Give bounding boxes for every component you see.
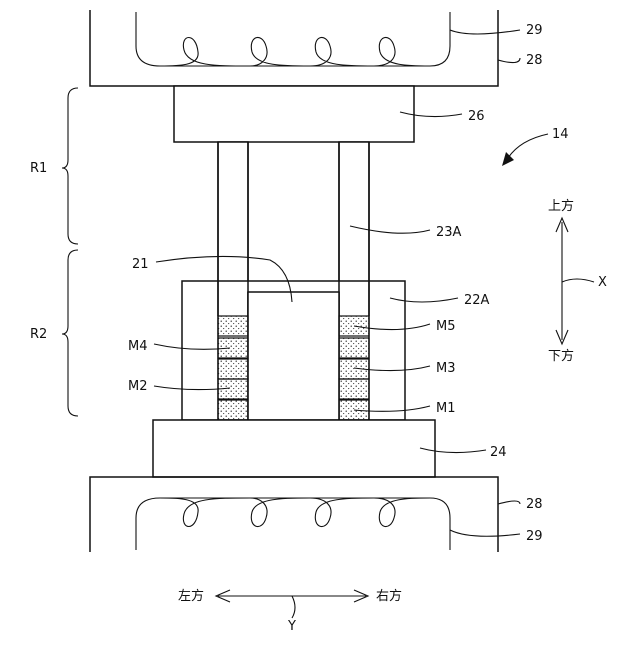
label-26: 26	[468, 109, 485, 124]
upper-heater-coil-housing	[136, 12, 450, 66]
label-23a: 23A	[436, 225, 462, 240]
arrow-14-head	[502, 152, 514, 166]
powder-layer-right-4	[339, 379, 369, 399]
label-21: 21	[132, 257, 149, 272]
core	[248, 292, 339, 420]
lower-heating-coil	[160, 498, 430, 527]
label-14: 14	[552, 127, 569, 142]
label-22a: 22A	[464, 293, 490, 308]
label-m1: M1	[436, 401, 456, 416]
leader-28-bottom	[498, 501, 520, 504]
lower-heater-coil-housing	[136, 498, 450, 550]
region-r1-bracket	[62, 88, 78, 244]
upper-heating-coil	[160, 37, 430, 66]
powder-layer-left-3	[218, 359, 248, 379]
leader-29-top	[450, 30, 520, 34]
powder-layer-left-1	[218, 316, 248, 336]
leader-29-bottom	[450, 530, 520, 536]
lower-plate	[153, 420, 435, 477]
label-m5: M5	[436, 319, 456, 334]
label-24: 24	[490, 445, 507, 460]
label-29-top: 29	[526, 23, 543, 38]
powder-layer-right-2	[339, 338, 369, 358]
lower-heater-block	[90, 477, 498, 552]
leader-28-top	[498, 58, 520, 63]
powder-layer-left-5	[218, 400, 248, 420]
label-right: 右方	[376, 588, 402, 604]
label-m3: M3	[436, 361, 456, 376]
label-down: 下方	[548, 348, 574, 364]
label-28-bottom: 28	[526, 497, 543, 512]
leader-14	[508, 134, 548, 158]
label-left: 左方	[178, 588, 204, 604]
region-r2-label: R2	[30, 327, 47, 342]
upper-heater-block	[90, 10, 498, 86]
leader-y	[292, 596, 295, 618]
label-29-bottom: 29	[526, 529, 543, 544]
powder-layer-left-2	[218, 338, 248, 358]
upper-plate	[174, 86, 414, 142]
label-m2: M2	[128, 379, 148, 394]
label-up: 上方	[548, 198, 574, 214]
region-r1-label: R1	[30, 161, 47, 176]
label-y-axis: Y	[287, 619, 296, 634]
label-x-axis: X	[598, 275, 607, 290]
leader-x	[562, 279, 594, 282]
region-r2-bracket	[62, 250, 78, 416]
label-m4: M4	[128, 339, 148, 354]
label-28-top: 28	[526, 53, 543, 68]
